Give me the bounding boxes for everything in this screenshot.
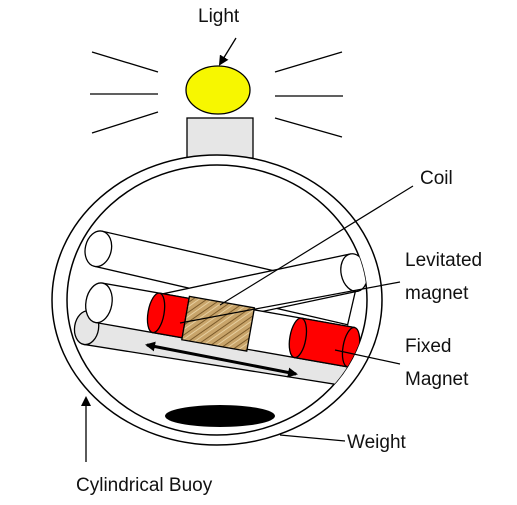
label-light: Light [198, 6, 240, 27]
ray-right-top [274, 51, 343, 73]
light-arrow [218, 37, 237, 66]
coil-leader [219, 185, 414, 306]
fixed-leader [334, 349, 401, 365]
leader-lines [179, 185, 414, 442]
label-levitated-1: Levitated [405, 250, 482, 271]
ray-left-top [91, 51, 159, 73]
levitated-leader [179, 281, 401, 324]
label-fixed-1: Fixed [405, 336, 451, 357]
light-bulb [185, 65, 251, 115]
light-rays [90, 51, 343, 138]
weight-leader [279, 434, 346, 442]
label-buoy: Cylindrical Buoy [76, 475, 213, 496]
weight [165, 405, 275, 427]
motion-arrow [145, 341, 298, 378]
label-coil: Coil [420, 168, 453, 189]
light-base [186, 117, 254, 159]
ray-left-bottom [91, 111, 159, 134]
label-levitated-2: magnet [405, 283, 469, 304]
label-weight: Weight [347, 432, 407, 453]
ray-right-bottom [274, 117, 343, 138]
label-fixed-2: Magnet [405, 369, 469, 390]
